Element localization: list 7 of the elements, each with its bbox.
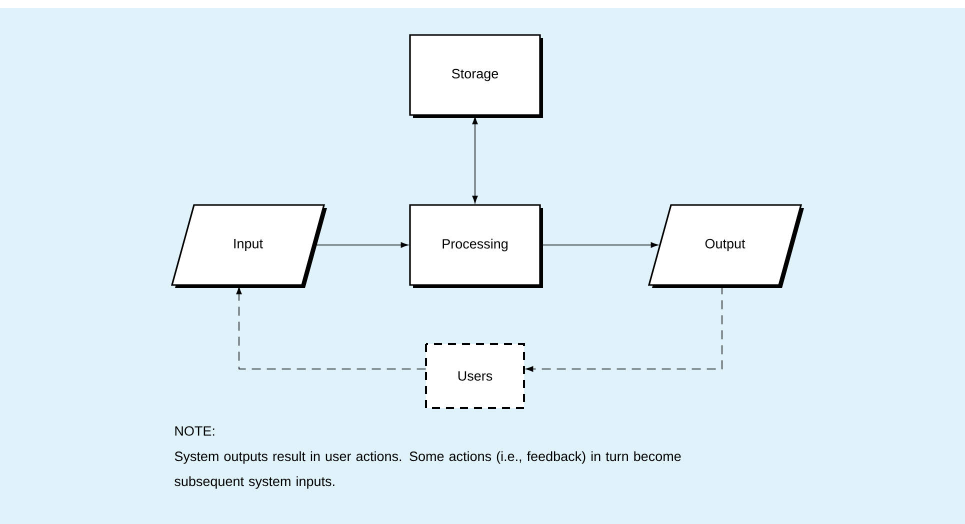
arrow <box>236 286 426 370</box>
users-box: Users <box>425 343 525 409</box>
arrow <box>472 116 478 204</box>
note-text: System outputs result in user actions. Some actions (i.e., feedback) in turn become subsequent system inputs. <box>174 451 681 489</box>
process-box: Storage <box>409 34 543 118</box>
note-heading: NOTE: <box>175 426 214 436</box>
process-box: Processing <box>409 204 543 288</box>
